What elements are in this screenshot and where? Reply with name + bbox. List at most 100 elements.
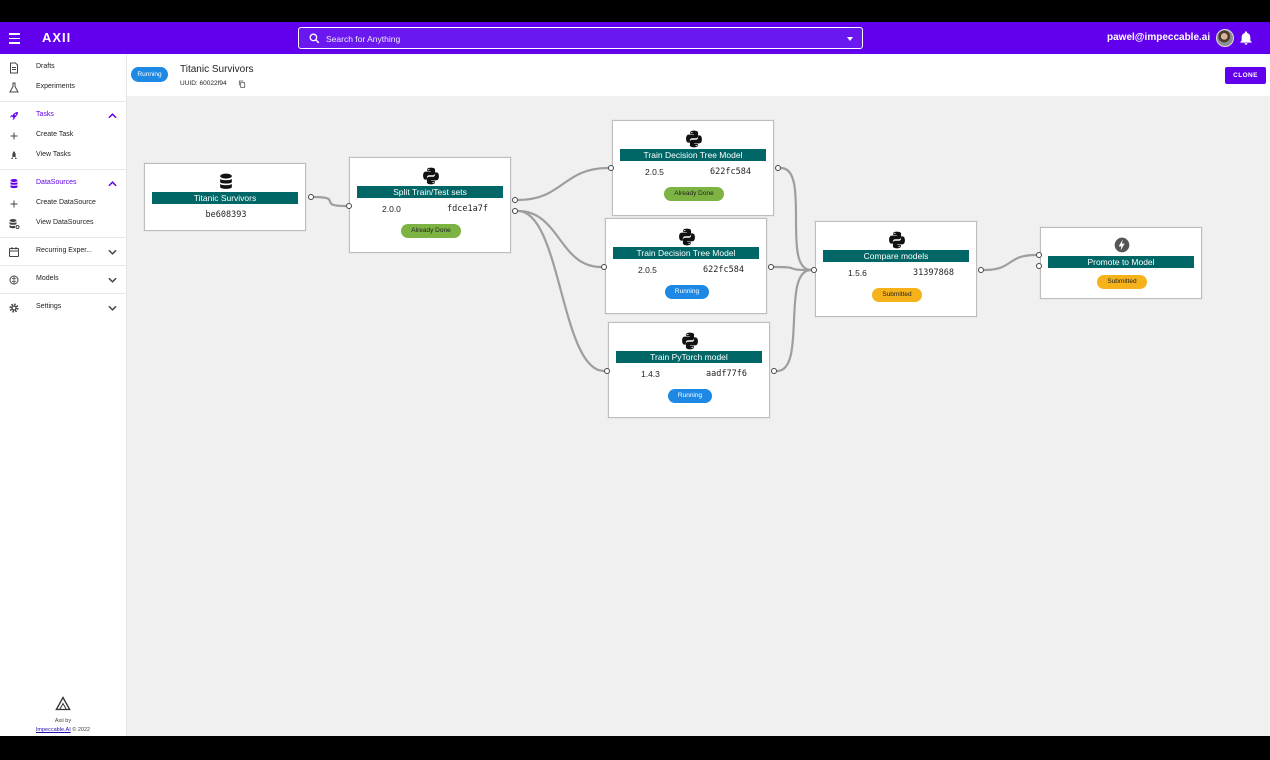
node-output-port[interactable] <box>512 208 518 214</box>
chevron-up-icon[interactable] <box>108 180 117 188</box>
node-output-port[interactable] <box>768 264 774 270</box>
sidebar-item-models[interactable]: Models <box>0 270 126 290</box>
divider <box>0 237 126 238</box>
node-title: Compare models <box>823 250 969 262</box>
sidebar-item-label: View DataSources <box>36 219 94 226</box>
chevron-down-icon[interactable] <box>108 304 117 312</box>
graph-node[interactable]: Split Train/Test sets 2.0.0 fdce1a7f Alr… <box>346 157 518 253</box>
chevron-up-icon[interactable] <box>108 112 117 120</box>
python-icon <box>682 332 698 350</box>
database-icon <box>220 173 232 189</box>
sidebar-item-label: DataSources <box>36 179 77 186</box>
clone-button[interactable]: CLONE <box>1225 67 1266 84</box>
plus-icon <box>10 132 18 140</box>
node-status-badge: Already Done <box>664 187 724 201</box>
node-input-port[interactable] <box>601 264 607 270</box>
python-icon <box>679 228 695 246</box>
sidebar-item-label: Create DataSource <box>36 199 96 206</box>
node-title: Train Decision Tree Model <box>620 149 766 161</box>
drafts-icon <box>10 62 18 74</box>
node-title: Train PyTorch model <box>616 351 762 363</box>
copy-icon[interactable] <box>238 80 246 88</box>
node-output-port[interactable] <box>775 165 781 171</box>
sidebar-item-recurring-experiments[interactable]: Recurring Exper... <box>0 242 126 262</box>
sidebar-item-view-tasks[interactable]: View Tasks <box>0 146 126 166</box>
graph-node[interactable]: Compare models 1.5.6 31397868 Submitted <box>811 221 984 317</box>
node-version: 1.4.3 <box>641 369 660 379</box>
sidebar-item-settings[interactable]: Settings <box>0 298 126 318</box>
python-icon <box>423 167 439 185</box>
rocket-small-icon <box>11 151 17 159</box>
node-status-badge: Submitted <box>1097 275 1147 289</box>
graph-edge <box>313 195 347 208</box>
sidebar-item-label: Create Task <box>36 131 74 138</box>
node-input-port[interactable] <box>346 203 352 209</box>
divider <box>0 265 126 266</box>
node-input-port[interactable] <box>1036 252 1042 258</box>
avatar[interactable] <box>1216 29 1234 47</box>
python-icon <box>686 130 702 148</box>
sidebar-item-label: Settings <box>36 303 62 310</box>
status-badge: Running <box>131 67 168 82</box>
node-status-badge: Running <box>668 389 712 403</box>
graph-edge <box>517 209 602 269</box>
node-output-port[interactable] <box>512 197 518 203</box>
copyright-text: © 2022 <box>70 727 91 733</box>
node-version: 2.0.5 <box>645 167 664 177</box>
database-settings-icon <box>9 219 20 229</box>
pipeline-graph: Titanic Survivors be608393 Split Train/T… <box>127 96 1270 736</box>
sidebar-item-drafts[interactable]: Drafts <box>0 58 126 78</box>
app-logo[interactable]: AXII <box>42 30 72 45</box>
node-status-badge: Submitted <box>872 288 922 302</box>
app-window: AXII pawel@impeccable.ai Drafts Experime… <box>0 22 1270 736</box>
node-input-port[interactable] <box>604 368 610 374</box>
experiment-header: Running Titanic Survivors UUID: 60022f94… <box>127 54 1270 96</box>
graph-edge <box>773 265 812 272</box>
sidebar-item-datasources[interactable]: DataSources <box>0 174 126 194</box>
node-output-port[interactable] <box>771 368 777 374</box>
search-input[interactable] <box>326 30 836 47</box>
graph-node[interactable]: Train Decision Tree Model 2.0.5 622fc584… <box>608 120 781 216</box>
node-output-port[interactable] <box>308 194 314 200</box>
impeccable-link[interactable]: Impeccable.AI <box>35 727 71 733</box>
node-status-badge: Running <box>665 285 709 299</box>
search-dropdown-icon[interactable] <box>847 37 853 41</box>
node-output-port[interactable] <box>978 267 984 273</box>
sidebar-item-label: Experiments <box>36 83 75 90</box>
graph-edge <box>780 166 812 272</box>
chevron-down-icon[interactable] <box>108 276 117 284</box>
node-hash: 31397868 <box>913 268 954 278</box>
node-hash: 622fc584 <box>703 265 744 275</box>
graph-node[interactable]: Train PyTorch model 1.4.3 aadf77f6 Runni… <box>604 322 777 418</box>
graph-node[interactable]: Titanic Survivors be608393 <box>144 163 314 231</box>
node-version: 2.0.5 <box>638 265 657 275</box>
divider <box>0 169 126 170</box>
bell-icon[interactable] <box>1238 29 1254 47</box>
python-icon <box>889 231 905 249</box>
graph-node[interactable]: Train Decision Tree Model 2.0.5 622fc584… <box>601 218 774 314</box>
sidebar-item-view-datasources[interactable]: View DataSources <box>0 214 126 234</box>
sidebar-item-label: Drafts <box>36 63 55 70</box>
sidebar-item-tasks[interactable]: Tasks <box>0 106 126 126</box>
lightning-icon <box>1114 237 1130 253</box>
sidebar-item-experiments[interactable]: Experiments <box>0 78 126 98</box>
node-input-port[interactable] <box>1036 263 1042 269</box>
rocket-icon <box>10 112 18 120</box>
sidebar-item-create-task[interactable]: Create Task <box>0 126 126 146</box>
search-bar[interactable] <box>298 27 863 49</box>
graph-edge <box>983 253 1037 272</box>
node-version: 1.5.6 <box>848 268 867 278</box>
database-icon <box>10 179 18 189</box>
graph-node[interactable]: Promote to Model Submitted <box>1036 227 1202 299</box>
sidebar-item-create-datasource[interactable]: Create DataSource <box>0 194 126 214</box>
graph-edges <box>313 166 1037 373</box>
node-title: Train Decision Tree Model <box>613 247 759 259</box>
menu-icon[interactable] <box>6 29 24 47</box>
chevron-down-icon[interactable] <box>108 248 117 256</box>
calendar-icon <box>9 247 19 257</box>
node-input-port[interactable] <box>811 267 817 273</box>
user-email[interactable]: pawel@impeccable.ai <box>1107 32 1211 43</box>
experiment-uuid: UUID: 60022f94 <box>180 80 227 87</box>
graph-edge <box>517 166 609 202</box>
node-input-port[interactable] <box>608 165 614 171</box>
